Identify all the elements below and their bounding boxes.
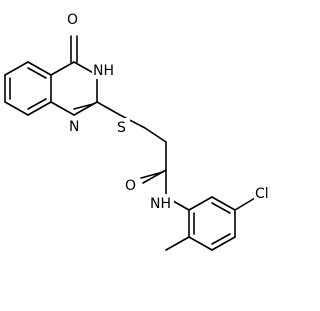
atom-label-amide-nh: NH [148, 194, 174, 212]
atom-label-chlorine: Cl [254, 184, 276, 202]
atom-label-sulfur: S [116, 118, 130, 136]
benzene-ring [4, 61, 52, 116]
atom-label-carbonyl-oxygen: O [66, 10, 82, 28]
pyrimidinone-ring [50, 35, 98, 116]
svg-text:S: S [117, 120, 126, 136]
svg-text:NH: NH [150, 196, 171, 212]
thioether-linker [96, 101, 167, 143]
molecule-diagram: O NH N S O NH Cl [4, 10, 276, 251]
atom-label-ring-n: N [67, 117, 83, 135]
atom-label-ring-nh: NH [92, 61, 118, 79]
chloromethylphenyl-ring [165, 196, 256, 251]
svg-text:Cl: Cl [255, 186, 269, 202]
svg-text:N: N [69, 119, 79, 135]
atom-label-amide-oxygen: O [124, 176, 140, 194]
acetamide-group [140, 141, 190, 211]
svg-text:NH: NH [93, 63, 114, 79]
svg-text:O: O [125, 178, 136, 194]
svg-text:O: O [67, 12, 78, 28]
